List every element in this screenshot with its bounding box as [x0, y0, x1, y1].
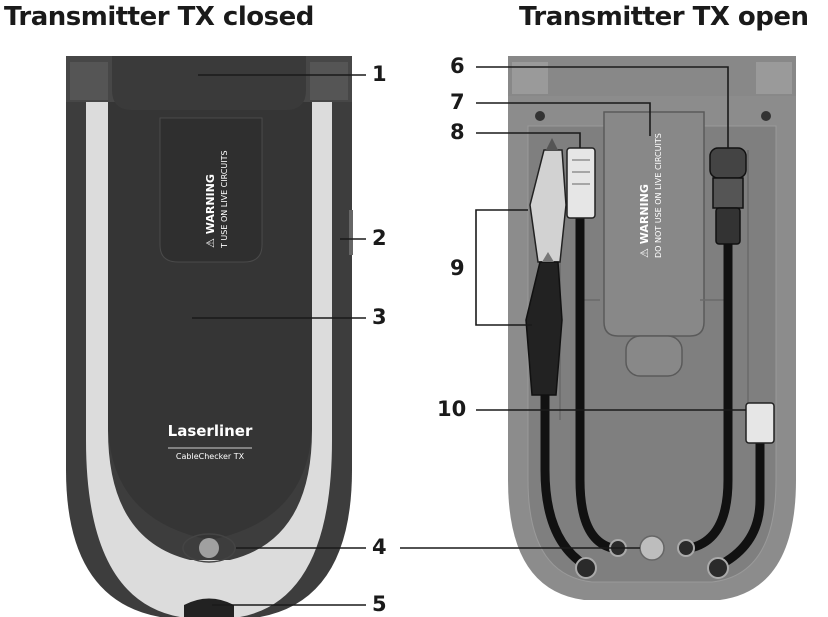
bnc-connector-boot	[715, 207, 741, 245]
transmitter-open	[508, 56, 796, 600]
title-closed: Transmitter TX closed	[4, 2, 314, 32]
bnc-connector-head	[709, 147, 747, 179]
closed-grip-band	[86, 102, 332, 617]
callout-6: 6	[450, 54, 465, 78]
closed-warning-text: T USE ON LIVE CIRCUITS	[220, 150, 229, 249]
callout-10: 10	[437, 397, 467, 421]
open-cap-corner-right	[756, 62, 792, 94]
cable-bnc	[688, 244, 733, 553]
open-top-cap	[508, 56, 796, 96]
callout-9: 9	[450, 256, 465, 280]
cap-corner-right	[310, 62, 348, 100]
open-warning-title: ⚠ WARNING	[638, 184, 651, 258]
rj11-connector	[745, 402, 775, 444]
model-label: CableChecker TX	[176, 452, 245, 461]
callout-8: 8	[450, 120, 465, 144]
open-battery-tab	[625, 335, 683, 377]
open-cap-corner-left	[512, 62, 548, 94]
cable-rj45	[575, 215, 614, 553]
closed-recess	[159, 117, 263, 263]
callout-7: 7	[450, 90, 465, 114]
title-open: Transmitter TX open	[519, 2, 809, 32]
closed-warning-title: ⚠ WARNING	[204, 174, 217, 248]
cap-corner-left	[70, 62, 108, 100]
open-battery-compartment	[603, 111, 705, 337]
callout-1: 1	[372, 62, 387, 86]
callout-4: 4	[372, 535, 387, 559]
cable-rj11	[715, 443, 765, 571]
callout-2: 2	[372, 226, 387, 250]
screw-right-icon	[761, 111, 771, 121]
alligator-clip-red	[529, 149, 567, 263]
closed-button	[199, 538, 219, 558]
open-button	[639, 535, 665, 561]
open-warning-text: DO NOT USE ON LIVE CIRCUITS	[654, 133, 663, 258]
alligator-clip-black	[525, 261, 563, 396]
rj45-connector	[566, 147, 596, 219]
closed-button-ring	[182, 533, 236, 563]
screw-left-icon	[535, 111, 545, 121]
cable-clips	[540, 395, 588, 569]
closed-clip	[112, 56, 306, 110]
socket-4	[707, 557, 729, 579]
brand-logo: Laserliner	[168, 422, 253, 440]
closed-side-switch	[349, 210, 353, 255]
closed-bottom-port	[184, 598, 234, 617]
socket-1	[575, 557, 597, 579]
bnc-connector-body	[712, 177, 744, 209]
callout-5: 5	[372, 592, 387, 616]
socket-3	[677, 539, 695, 557]
transmitter-closed	[66, 56, 353, 617]
callout-3: 3	[372, 305, 387, 329]
leader-lines	[192, 66, 746, 606]
